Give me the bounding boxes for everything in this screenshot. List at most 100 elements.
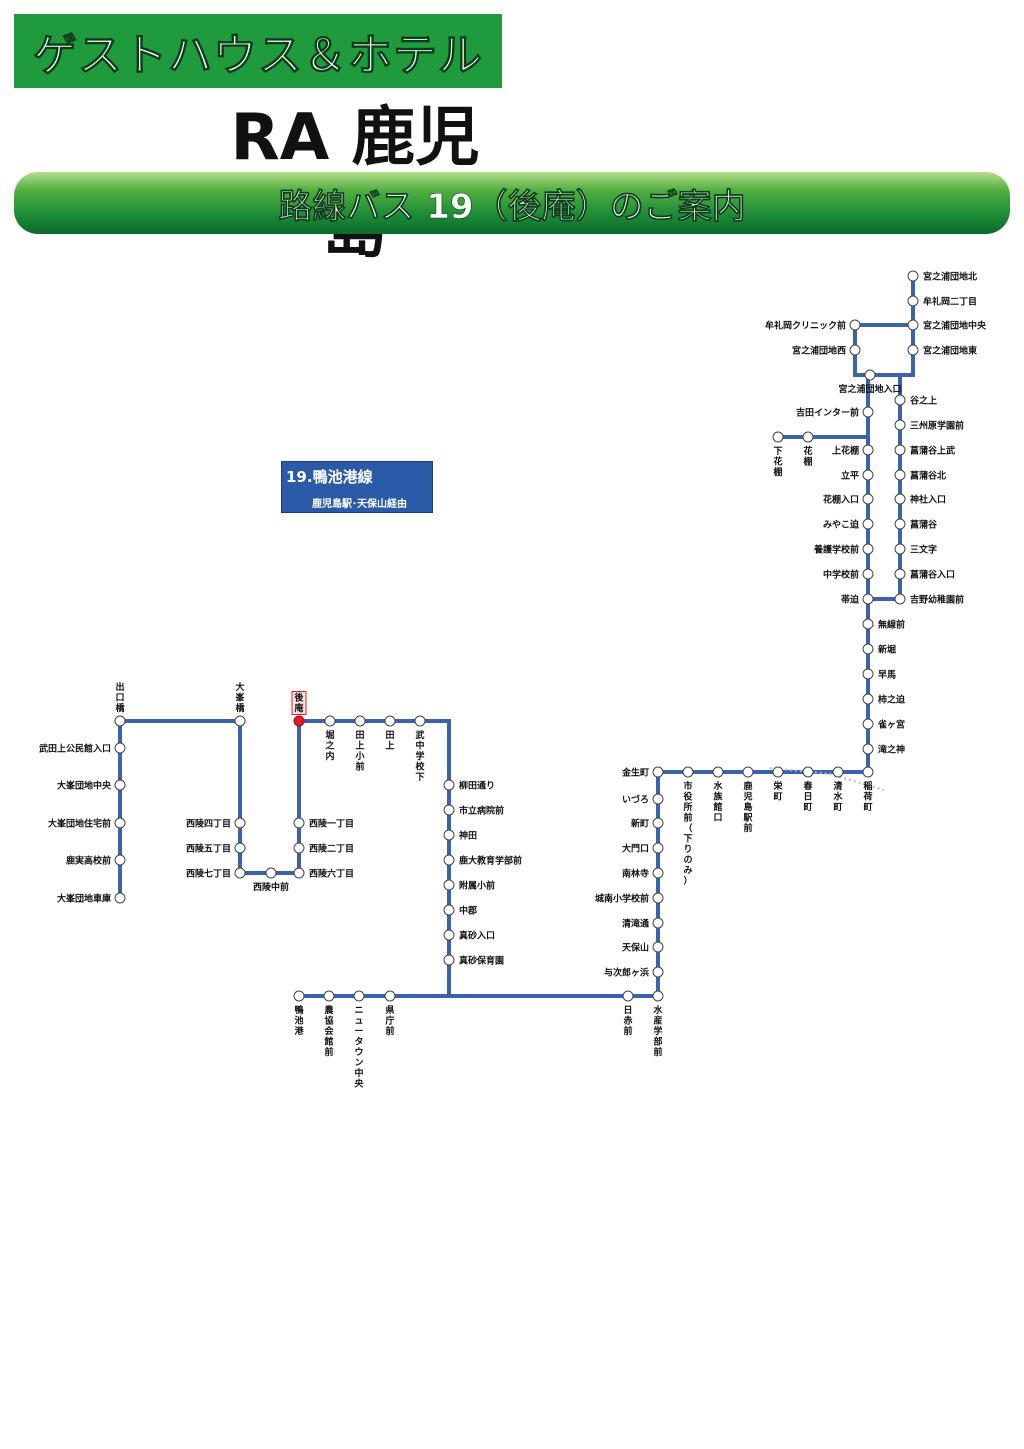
stop-label-kakinosako: 柿之迫 xyxy=(878,694,906,706)
stop-miyanoura-nishi xyxy=(849,344,861,356)
stop-omine-shako xyxy=(114,892,126,904)
stop-takinokami xyxy=(862,743,874,755)
stop-label-seiryo-2: 西陵二丁目 xyxy=(309,843,354,855)
stop-label-fuzoku: 附属小前 xyxy=(459,880,495,892)
stop-nisseki xyxy=(622,990,634,1002)
stop-jinja-iriguchi xyxy=(894,493,906,505)
stop-label-tagami: 田上 xyxy=(385,730,394,752)
stop-seiryo-5 xyxy=(234,842,246,854)
stop-label-kagoshima-eki: 鹿児島駅前 xyxy=(742,780,753,834)
stop-chugakko xyxy=(862,568,874,580)
stop-izuro xyxy=(652,793,664,805)
stop-label-suisan: 水産学部前 xyxy=(653,1004,663,1058)
stop-obisako xyxy=(862,593,874,605)
stop-label-shimizu: 清水町 xyxy=(833,780,843,813)
stop-label-seiryo-7: 西陵七丁目 xyxy=(186,868,231,880)
stop-miyanoura-higashi xyxy=(907,344,919,356)
stop-sanmonji xyxy=(894,543,906,555)
stop-sakae xyxy=(772,766,784,778)
stop-label-miyanoura-iriguchi: 宮之浦団地入口 xyxy=(838,383,901,395)
stop-seiryo-6 xyxy=(293,867,305,879)
stop-label-omine-jutaku: 大峯団地住宅前 xyxy=(48,818,111,830)
stop-label-miyanoura-higashi: 宮之浦団地東 xyxy=(923,345,977,357)
stop-takenaka xyxy=(414,715,426,727)
stop-label-yogo: 養護学校前 xyxy=(813,544,859,556)
stop-seiryo-1 xyxy=(293,817,305,829)
stop-label-chugakko: 中学校前 xyxy=(823,569,859,581)
stop-label-seiryo-5: 西陵五丁目 xyxy=(186,843,231,855)
stop-yogo xyxy=(862,543,874,555)
stop-hanatana-iriguchi xyxy=(862,493,874,505)
stop-shobudani-kamitake xyxy=(894,444,906,456)
stop-label-horinouchi: 堀之内 xyxy=(325,729,334,762)
stop-label-shiritsu-byoin: 市立病院前 xyxy=(459,805,504,817)
stop-taninoue xyxy=(894,394,906,406)
stop-label-shiyakusho: 市役所前（下りのみ） xyxy=(682,780,693,887)
stop-label-seiryo-4: 西陵四丁目 xyxy=(186,818,231,830)
stop-nanrinji xyxy=(652,867,664,879)
stop-shinmachi xyxy=(652,817,664,829)
stop-label-newtown: ニュータウン中央 xyxy=(354,1006,364,1090)
stop-label-yoshino-yochien: 吉野幼稚園前 xyxy=(910,594,964,606)
dotted-connector xyxy=(769,767,885,791)
stop-daimonguchi xyxy=(652,842,664,854)
stop-label-jinja-iriguchi: 神社入口 xyxy=(910,494,946,506)
stop-inari xyxy=(862,766,874,778)
stop-label-deguchi-bashi: 出口橋 xyxy=(115,681,125,714)
stop-seiryo-naka xyxy=(265,867,277,879)
stop-taketa-kami xyxy=(114,742,126,754)
stop-suisan xyxy=(652,990,664,1002)
stop-label-shinmachi: 新町 xyxy=(631,818,649,830)
stop-shimizu xyxy=(832,766,844,778)
stop-label-izuro: いづろ xyxy=(622,794,649,806)
stop-omine-jutaku xyxy=(114,817,126,829)
stop-seiryo-2 xyxy=(293,842,305,854)
stop-label-obisako: 帯迫 xyxy=(841,594,860,606)
stop-kakinosako xyxy=(862,693,874,705)
stop-label-kamoike-ko: 鴨池港 xyxy=(294,1004,304,1037)
route-stops xyxy=(114,270,919,1002)
current-stop-highlight xyxy=(291,691,307,715)
stop-kagoshima-eki xyxy=(742,766,754,778)
stop-manago-hoikuen xyxy=(443,954,455,966)
stop-label-seiryo-6: 西陵六丁目 xyxy=(309,868,354,880)
stop-label-tenpozan: 天保山 xyxy=(622,942,649,954)
stop-hayauma xyxy=(862,668,874,680)
stop-muremoka-clinic xyxy=(849,319,861,331)
stop-label-kasuga: 春日町 xyxy=(802,780,813,813)
stop-label-omine-bashi: 大峯橋 xyxy=(234,681,245,714)
route-banner: 路線バス 19（後庵）のご案内 xyxy=(14,172,1010,234)
stop-label-shobudani-iriguchi: 菖蒲谷入口 xyxy=(910,569,955,581)
stop-jingu xyxy=(443,829,455,841)
stop-label-chugun: 中郡 xyxy=(459,905,477,917)
stop-seiryo-4 xyxy=(234,817,246,829)
stop-yanagita xyxy=(443,779,455,791)
stop-yoshino-yochien xyxy=(894,593,906,605)
stop-miyanoura-chuo xyxy=(907,319,919,331)
stop-label-taketa-kami: 武田上公民館入口 xyxy=(39,743,111,755)
stop-shiritsu-byoin xyxy=(443,804,455,816)
stop-label-shobudani-kita: 菖蒲谷北 xyxy=(910,470,946,482)
stop-kasuga xyxy=(802,766,814,778)
stop-yojirogahama xyxy=(652,966,664,978)
stop-goan xyxy=(293,715,305,727)
stop-chugun xyxy=(443,904,455,916)
route-segment-2 xyxy=(853,325,900,377)
route-segment-5 xyxy=(118,719,451,998)
stop-seiryudori xyxy=(652,917,664,929)
stop-label-nokyo: 農協会館前 xyxy=(323,1004,334,1058)
stop-musen xyxy=(862,618,874,630)
stop-kami-hanatana xyxy=(862,444,874,456)
stop-omine-bashi xyxy=(234,715,246,727)
stop-kamoike-ko xyxy=(293,990,305,1002)
stop-shinbori xyxy=(862,643,874,655)
stop-label-muremoka-clinic: 牟礼岡クリニック前 xyxy=(765,320,846,332)
stop-shimo-hanatana xyxy=(772,431,784,443)
stop-omine-chuo xyxy=(114,779,126,791)
stop-nokyo xyxy=(323,990,335,1002)
stop-tachihira xyxy=(862,469,874,481)
stop-shobudani-kita xyxy=(894,469,906,481)
stop-label-sanshu: 三州原学園前 xyxy=(910,420,964,432)
stop-label-yojirogahama: 与次郎ヶ浜 xyxy=(604,967,649,979)
stop-label-manago-iriguchi: 真砂入口 xyxy=(459,930,495,942)
